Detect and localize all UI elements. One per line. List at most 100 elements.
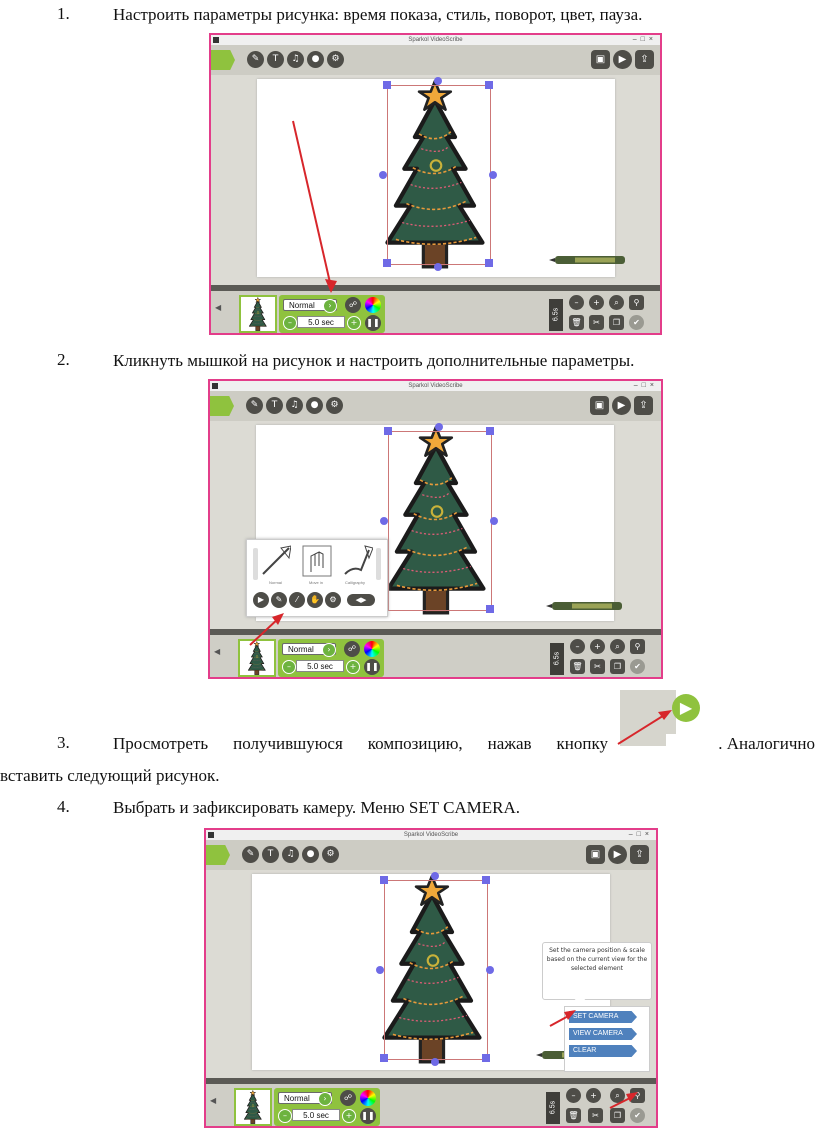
rotate-handle[interactable] [431,872,439,880]
transition-icon[interactable]: ☍ [340,1090,356,1106]
resize-handle[interactable] [380,1054,388,1062]
paste-icon[interactable]: ✔ [630,659,645,674]
resize-handle[interactable] [485,259,493,267]
duration-field[interactable]: 5.0 sec [292,1109,340,1121]
plus-icon[interactable]: + [347,316,361,330]
mic-icon[interactable]: ● [307,51,324,68]
music-icon[interactable]: ♫ [286,397,303,414]
home-tab[interactable] [206,845,230,865]
pencil-icon[interactable]: ✎ [242,846,259,863]
duration-field[interactable]: 5.0 sec [296,660,344,672]
rotate-handle[interactable] [380,517,388,525]
zoom-out-icon[interactable]: – [566,1088,581,1103]
delete-icon[interactable]: 🗑 [566,1108,581,1123]
resize-handle[interactable] [383,81,391,89]
export-icon[interactable]: ⇪ [634,396,653,415]
popup-scroll-left[interactable] [253,548,258,580]
hand-move-in-icon[interactable] [301,544,333,578]
color-wheel-icon[interactable] [365,297,381,313]
rotate-handle[interactable] [490,517,498,525]
zoom-in-icon[interactable]: + [586,1088,601,1103]
pencil-icon[interactable]: ✎ [247,51,264,68]
play-icon[interactable]: ▶ [253,592,269,608]
music-icon[interactable]: ♫ [282,846,299,863]
copy-icon[interactable]: ❐ [609,315,624,330]
popup-scroll-right[interactable] [376,548,381,580]
export-icon[interactable]: ⇪ [635,50,654,69]
minus-icon[interactable]: – [283,316,297,330]
paste-icon[interactable]: ✔ [629,315,644,330]
text-icon[interactable]: T [267,51,284,68]
scroll-left-icon[interactable]: ◀ [210,1096,217,1105]
hand-icon[interactable]: ✋ [307,592,323,608]
resize-handle[interactable] [384,427,392,435]
delete-icon[interactable]: 🗑 [569,315,584,330]
view-camera-item[interactable]: VIEW CAMERA [569,1028,637,1040]
gear-icon[interactable]: ⚙ [327,51,344,68]
camera-icon[interactable]: ⌕ [609,295,624,310]
camera-icon[interactable]: ⌕ [610,639,625,654]
paste-icon[interactable]: ✔ [630,1108,645,1123]
zoom-in-icon[interactable]: + [589,295,604,310]
gear-icon[interactable]: ⚙ [322,846,339,863]
rotate-handle[interactable] [434,77,442,85]
resize-handle[interactable] [486,427,494,435]
mic-icon[interactable]: ● [306,397,323,414]
gear-icon[interactable]: ⚙ [326,397,343,414]
transition-icon[interactable]: ☍ [344,641,360,657]
home-tab[interactable] [210,396,234,416]
camera-settings-icon[interactable]: ⚲ [630,1088,645,1103]
home-tab[interactable] [211,50,235,70]
save-icon[interactable]: ▣ [591,50,610,69]
window-controls[interactable]: –□× [633,382,658,389]
resize-handle[interactable] [486,605,494,613]
music-icon[interactable]: ♫ [287,51,304,68]
scroll-left-icon[interactable]: ◀ [214,647,221,656]
rotate-handle[interactable] [376,966,384,974]
timeline-thumbnail[interactable] [234,1088,272,1126]
hand-calligraphy-icon[interactable] [343,544,373,578]
window-controls[interactable]: –□× [632,36,657,43]
chevron-right-icon[interactable]: › [322,643,336,657]
duration-field[interactable]: 5.0 sec [297,316,345,328]
zoom-in-icon[interactable]: + [590,639,605,654]
resize-handle[interactable] [482,1054,490,1062]
copy-icon[interactable]: ❐ [610,659,625,674]
copy-icon[interactable]: ❐ [610,1108,625,1123]
color-wheel-icon[interactable] [364,641,380,657]
export-icon[interactable]: ⇪ [630,845,649,864]
scroll-left-icon[interactable]: ◀ [215,303,222,312]
chevron-right-icon[interactable]: › [323,299,337,313]
pen-tool-icon[interactable]: ⁄ [289,592,305,608]
rotate-handle[interactable] [431,1058,439,1066]
cut-icon[interactable]: ✂ [589,315,604,330]
chevron-right-icon[interactable]: › [318,1092,332,1106]
resize-handle[interactable] [482,876,490,884]
text-icon[interactable]: T [266,397,283,414]
zoom-out-icon[interactable]: – [570,639,585,654]
save-icon[interactable]: ▣ [586,845,605,864]
toggle-icon[interactable]: ◀▶ [347,594,375,606]
cut-icon[interactable]: ✂ [588,1108,603,1123]
gear-icon[interactable]: ⚙ [325,592,341,608]
pencil-icon[interactable]: ✎ [246,397,263,414]
rotate-handle[interactable] [489,171,497,179]
minus-icon[interactable]: – [282,660,296,674]
rotate-handle[interactable] [486,966,494,974]
color-wheel-icon[interactable] [360,1090,376,1106]
rotate-handle[interactable] [434,263,442,271]
text-icon[interactable]: T [262,846,279,863]
rotate-handle[interactable] [435,423,443,431]
timeline-thumbnail[interactable] [239,295,277,333]
play-icon[interactable]: ▶ [612,396,631,415]
play-icon[interactable]: ▶ [672,694,700,722]
cut-icon[interactable]: ✂ [590,659,605,674]
resize-handle[interactable] [485,81,493,89]
play-icon[interactable]: ▶ [613,50,632,69]
zoom-out-icon[interactable]: – [569,295,584,310]
clear-camera-item[interactable]: CLEAR [569,1045,637,1057]
plus-icon[interactable]: + [342,1109,356,1123]
pause-icon[interactable]: ❚❚ [364,659,380,675]
resize-handle[interactable] [383,259,391,267]
rotate-handle[interactable] [379,171,387,179]
